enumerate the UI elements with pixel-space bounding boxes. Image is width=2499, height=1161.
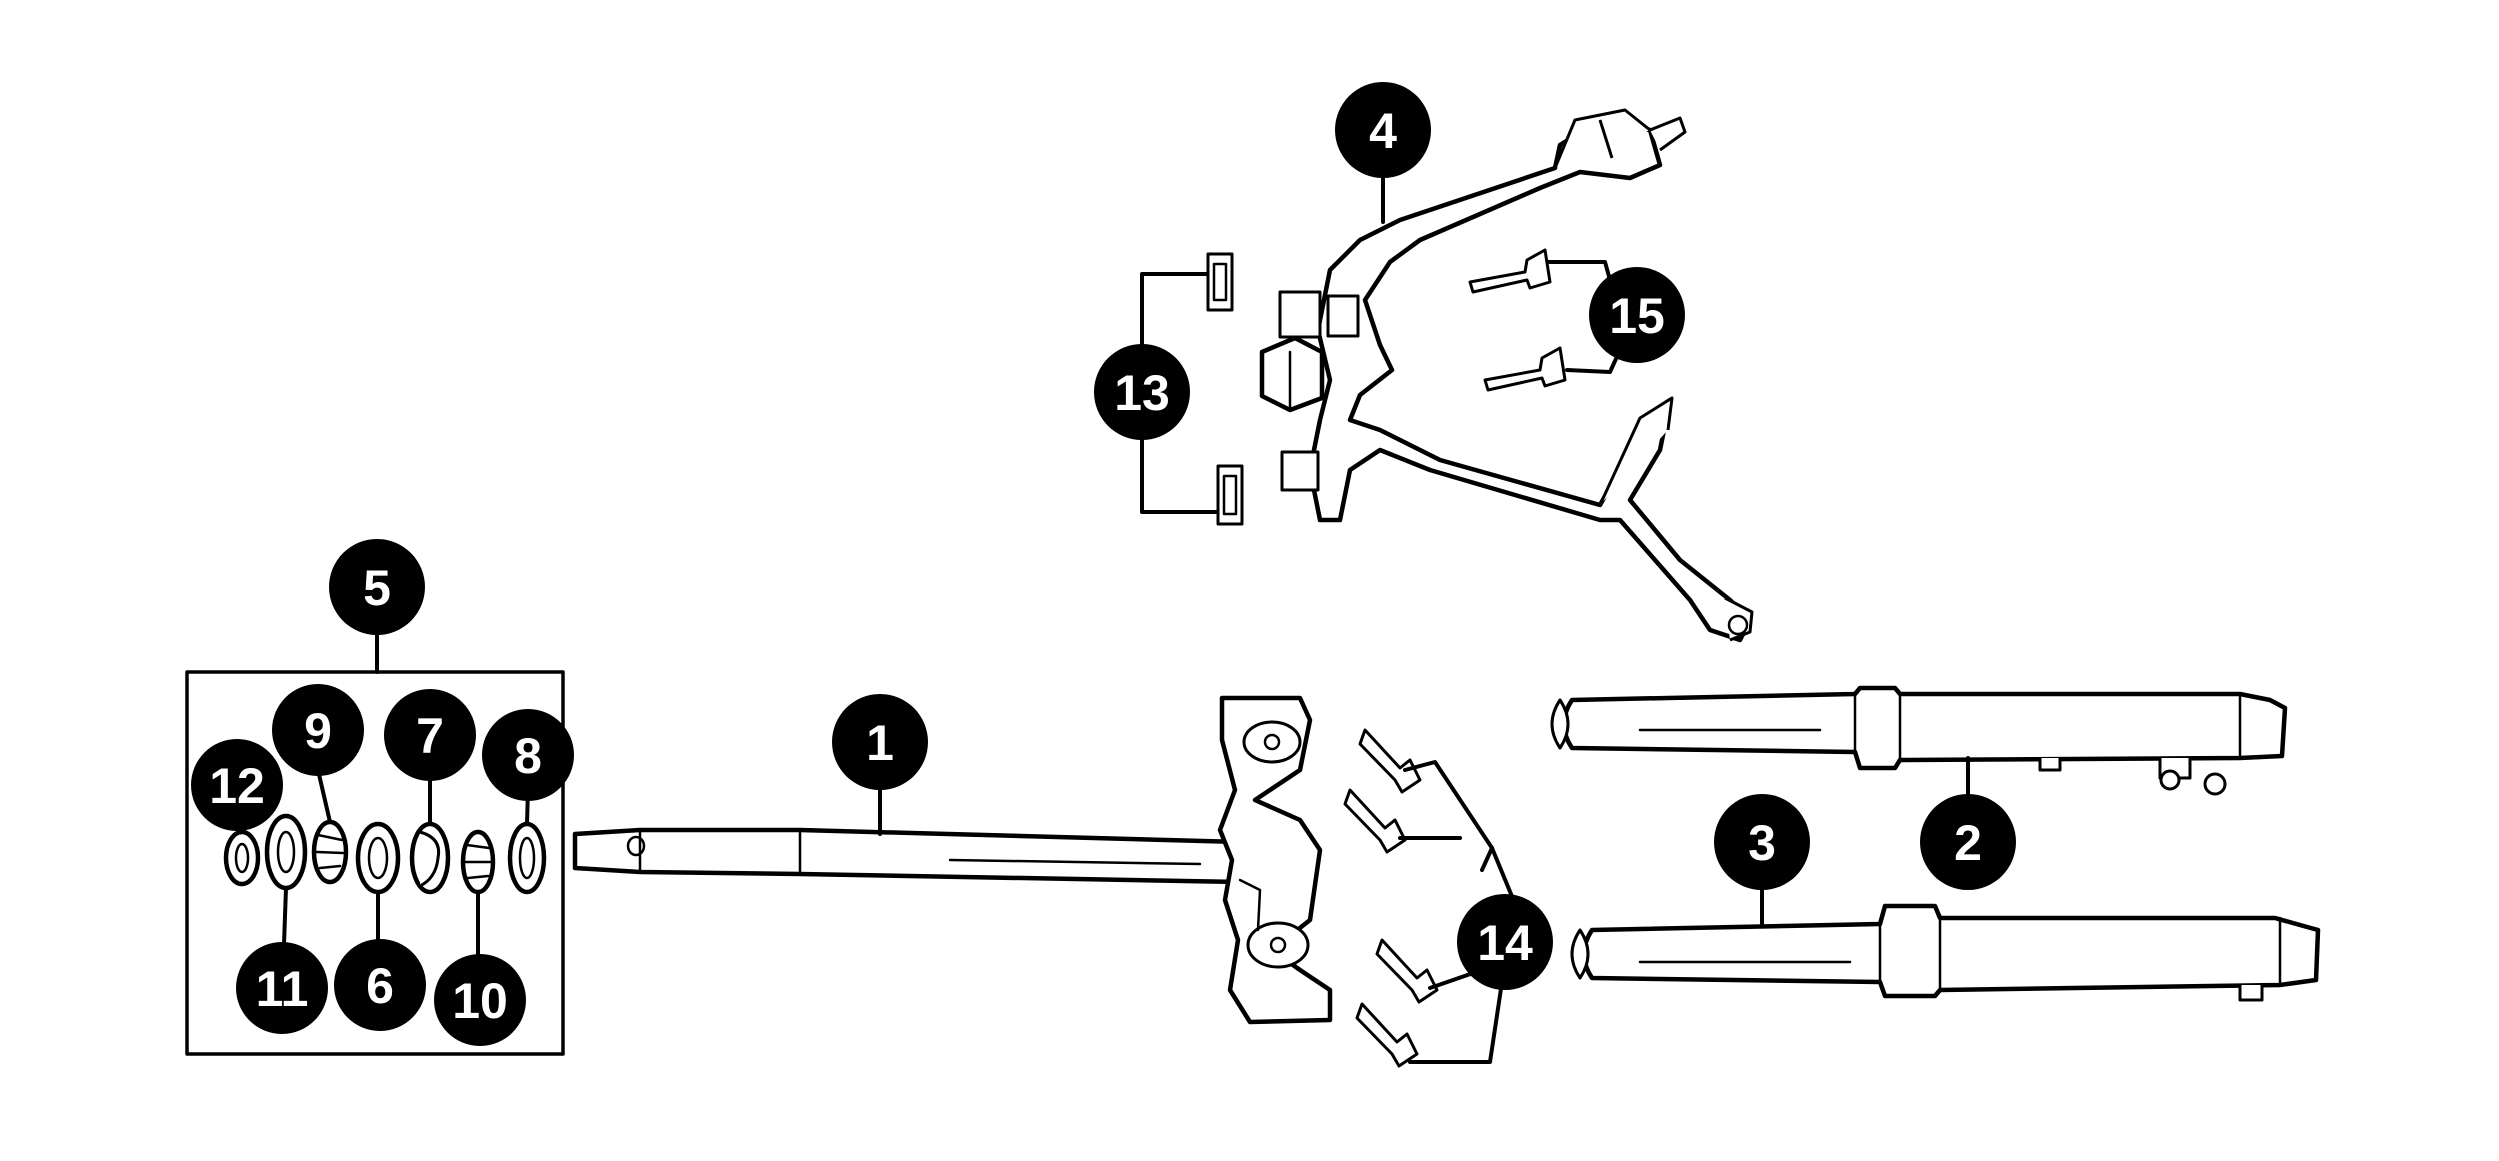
part-8-cup xyxy=(507,821,547,895)
callout-5-label: 5 xyxy=(363,560,391,616)
callout-9: 9 xyxy=(272,684,364,776)
callout-14-label: 14 xyxy=(1477,915,1533,971)
callout-2-label: 2 xyxy=(1954,815,1982,871)
part-14-bolts xyxy=(1343,728,1532,1068)
part-7-bearing xyxy=(409,821,451,895)
callout-12: 12 xyxy=(191,739,283,831)
callout-8-label: 8 xyxy=(514,728,542,784)
callout-6-label: 6 xyxy=(366,958,394,1014)
callout-3-label: 3 xyxy=(1748,815,1776,871)
callout-15-label: 15 xyxy=(1609,288,1665,344)
callout-10-label: 10 xyxy=(452,973,508,1029)
part-9-race xyxy=(311,819,349,885)
callout-4-label: 4 xyxy=(1369,103,1397,159)
callout-13-label: 13 xyxy=(1114,365,1170,421)
callout-8: 8 xyxy=(482,709,574,801)
callout-4: 4 xyxy=(1335,82,1431,178)
callout-5: 5 xyxy=(329,539,425,635)
part-12-washer xyxy=(223,829,261,887)
callout-11-label: 11 xyxy=(256,961,309,1017)
part-13-bushings xyxy=(1140,252,1244,526)
part-6-seal xyxy=(355,821,401,895)
part-11-bearing xyxy=(264,813,308,891)
callout-15: 15 xyxy=(1589,267,1685,363)
callout-1: 1 xyxy=(832,694,928,790)
part-10-race xyxy=(460,829,496,895)
part-4-handlebar-bracket xyxy=(1259,108,1754,643)
callout-6: 6 xyxy=(334,939,426,1031)
callout-12-label: 12 xyxy=(209,758,265,814)
part-1-steering-stem xyxy=(572,695,1333,1025)
callout-2: 2 xyxy=(1920,794,2016,890)
callout-3: 3 xyxy=(1714,794,1810,890)
callout-7-label: 7 xyxy=(416,708,444,764)
part-2-fork-leg xyxy=(1550,685,2288,808)
part-3-fork-leg xyxy=(1570,870,2321,1002)
callout-9-label: 9 xyxy=(304,703,332,759)
callout-1-label: 1 xyxy=(866,715,894,771)
callout-10: 10 xyxy=(434,954,526,1046)
callout-11: 11 xyxy=(236,942,328,1034)
callout-13: 13 xyxy=(1094,344,1190,440)
callout-14: 14 xyxy=(1457,894,1553,990)
callout-7: 7 xyxy=(384,689,476,781)
